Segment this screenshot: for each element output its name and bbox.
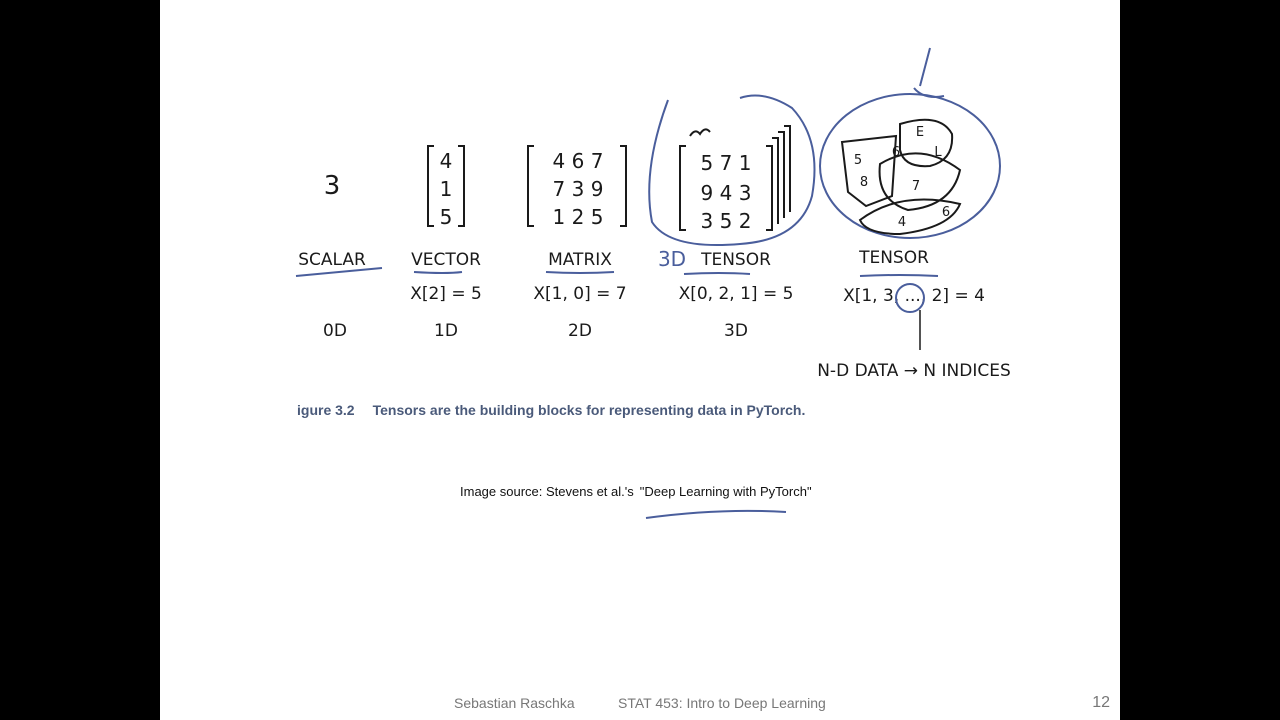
vector-brackets — [427, 145, 465, 227]
label-underlines — [295, 267, 939, 277]
annotation-3d: 3D — [658, 247, 686, 271]
index-matrix: X[1, 0] = 7 — [533, 284, 626, 304]
ndtensor-drawing — [819, 47, 1001, 239]
source-prefix: Image source: Stevens et al.'s — [460, 484, 634, 499]
ellipsis-circle — [895, 283, 925, 313]
caption-prefix: igure 3.2 — [297, 402, 355, 418]
index-vector: X[2] = 5 — [410, 284, 482, 304]
vector-element: 4 — [440, 149, 453, 173]
vector-element: 5 — [440, 205, 453, 229]
footer-author: Sebastian Raschka — [454, 695, 575, 711]
dim-scalar: 0D — [323, 321, 347, 341]
ndtensor-value: L — [934, 145, 942, 160]
caption-text: Tensors are the building blocks for repr… — [372, 402, 806, 418]
tensor3d-row: 5 7 1 — [701, 151, 752, 175]
ndtensor-value: 8 — [860, 175, 868, 190]
matrix-brackets — [527, 145, 627, 227]
tensor3d-circle — [648, 94, 816, 247]
footer-course: STAT 453: Intro to Deep Learning — [618, 695, 826, 711]
scalar-value: 3 — [324, 171, 341, 201]
nd-note: N-D DATA → N INDICES — [817, 361, 1011, 381]
tensor3d-brackets — [679, 125, 791, 231]
index-tensor-nd: X[1, 3, ..., 2] = 4 — [843, 286, 985, 306]
matrix-row: 7 3 9 — [553, 177, 604, 201]
figure-caption: igure 3.2 Tensors are the building blocks… — [297, 402, 805, 418]
label-tensor-3d: TENSOR — [700, 250, 771, 270]
tensor-figure: 3 4 1 5 4 6 7 7 3 9 1 2 5 5 7 1 9 4 3 3 … — [295, 47, 1011, 519]
label-vector: VECTOR — [411, 250, 481, 270]
dim-vector: 1D — [434, 321, 458, 341]
dim-tensor-3d: 3D — [724, 321, 748, 341]
ndtensor-value: 6 — [942, 205, 950, 220]
tensor3d-row: 9 4 3 — [701, 181, 752, 205]
vector-element: 1 — [440, 177, 453, 201]
ndtensor-value: 4 — [898, 215, 906, 230]
ndtensor-value: 6 — [892, 145, 900, 160]
ndtensor-value: E — [916, 125, 924, 140]
page-number: 12 — [1092, 694, 1110, 711]
tensor3d-row: 3 5 2 — [701, 209, 752, 233]
slide: 3 4 1 5 4 6 7 7 3 9 1 2 5 5 7 1 9 4 3 3 … — [160, 0, 1120, 720]
index-tensor-3d: X[0, 2, 1] = 5 — [679, 284, 794, 304]
dim-matrix: 2D — [568, 321, 592, 341]
source-title: "Deep Learning with PyTorch" — [639, 484, 812, 499]
matrix-row: 4 6 7 — [553, 149, 604, 173]
ndtensor-value: 5 — [854, 153, 862, 168]
label-matrix: MATRIX — [548, 250, 612, 270]
ndtensor-value: 7 — [912, 179, 920, 194]
label-scalar: SCALAR — [298, 250, 366, 270]
matrix-row: 1 2 5 — [553, 205, 604, 229]
image-source: Image source: Stevens et al.'s "Deep Lear… — [460, 484, 812, 499]
label-tensor-nd: TENSOR — [858, 248, 929, 268]
source-underline — [645, 509, 787, 519]
